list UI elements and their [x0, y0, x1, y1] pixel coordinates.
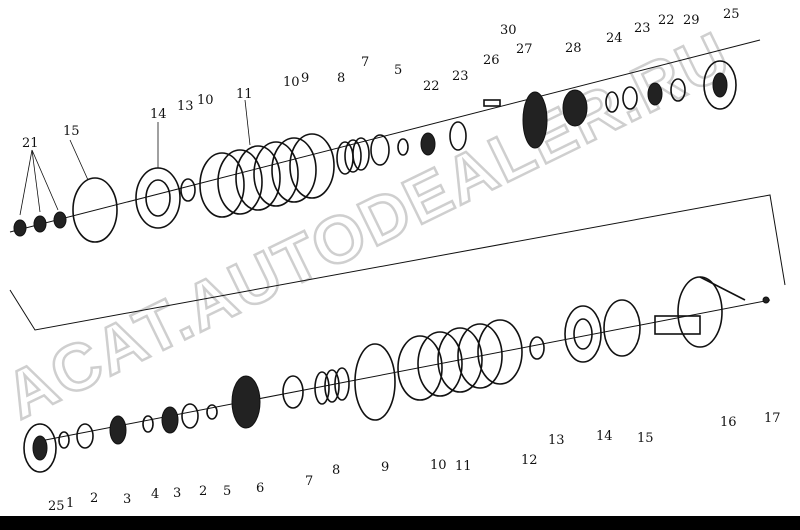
part-13-ring — [180, 178, 196, 202]
label-9: 9 — [301, 71, 309, 86]
label-12: 12 — [521, 453, 538, 468]
label-21: 21 — [22, 136, 39, 151]
label-1: 1 — [66, 496, 74, 511]
label-22: 22 — [423, 79, 440, 94]
label-4: 4 — [151, 487, 159, 502]
label-23: 23 — [452, 69, 469, 84]
label-7-lower: 7 — [305, 474, 313, 489]
label-9-lower: 9 — [381, 460, 389, 475]
watermark: ACAT.AUTODEALER.RU — [0, 17, 742, 433]
label-11: 11 — [236, 87, 253, 102]
upper-assembly — [13, 60, 737, 243]
part-21-nuts — [13, 149, 67, 237]
part-3-bearing — [109, 415, 127, 445]
label-8: 8 — [337, 71, 345, 86]
part-5-snap-ring-lower — [206, 404, 218, 420]
part-15-snap-ring — [69, 139, 118, 243]
part-14-piston — [135, 122, 181, 229]
label-22b: 22 — [658, 13, 675, 28]
label-7: 7 — [361, 55, 369, 70]
label-10b: 10 — [283, 75, 300, 90]
label-3: 3 — [123, 492, 131, 507]
label-25: 25 — [723, 7, 740, 22]
part-15-snap-ring-lower — [603, 299, 641, 357]
part-7-retainer — [370, 134, 390, 166]
label-2: 2 — [90, 491, 98, 506]
label-8-lower: 8 — [332, 463, 340, 478]
label-29: 29 — [683, 13, 700, 28]
label-13: 13 — [177, 99, 194, 114]
part-23b-ring — [622, 86, 638, 110]
lower-labels: 25 1 2 3 4 3 2 5 6 7 8 9 10 11 12 13 14 … — [48, 411, 781, 514]
label-10: 10 — [197, 93, 214, 108]
part-8-spring-lower — [314, 367, 350, 405]
label-17: 17 — [764, 411, 781, 426]
label-14-lower: 14 — [596, 429, 613, 444]
part-17-pin — [762, 296, 770, 304]
label-15-lower: 15 — [637, 431, 654, 446]
part-16-drum — [654, 276, 746, 348]
part-7-retainer-lower — [282, 375, 304, 409]
part-23-ring — [449, 121, 467, 151]
part-8-spring — [336, 137, 370, 175]
part-2-ring — [76, 423, 94, 449]
label-13-lower: 13 — [548, 433, 565, 448]
label-6: 6 — [256, 481, 264, 496]
part-22b-bearing — [647, 82, 663, 106]
part-27-gear — [522, 91, 548, 149]
label-5: 5 — [394, 63, 402, 78]
label-2b: 2 — [199, 484, 207, 499]
label-28: 28 — [565, 41, 582, 56]
connector-line — [9, 194, 786, 331]
part-4-ring — [142, 415, 154, 433]
part-22-bearing — [420, 132, 436, 156]
part-3b-bearing — [161, 406, 179, 434]
part-24-ring — [605, 91, 619, 113]
part-14-piston-lower — [564, 305, 602, 363]
label-3b: 3 — [173, 486, 181, 501]
upper-labels: 21 15 14 13 10 11 10 9 8 7 5 22 23 26 30… — [22, 7, 740, 151]
label-15: 15 — [63, 124, 80, 139]
part-6-gear — [231, 375, 261, 429]
part-9-ring-lower — [354, 343, 396, 421]
bottom-border-bar — [0, 516, 800, 530]
label-26: 26 — [483, 53, 500, 68]
label-5-lower: 5 — [223, 484, 231, 499]
label-24: 24 — [606, 31, 623, 46]
part-13-ring-lower — [529, 336, 545, 360]
part-25-bearing — [703, 60, 737, 110]
label-30: 30 — [500, 23, 517, 38]
part-11-clutch-pack — [199, 99, 335, 218]
label-16: 16 — [720, 415, 737, 430]
part-2b-ring — [181, 403, 199, 429]
lower-assembly — [23, 276, 770, 473]
part-11-clutch-pack-lower — [397, 319, 523, 401]
part-1-ring — [58, 431, 70, 449]
label-11-lower: 11 — [455, 459, 472, 474]
part-28-gear — [562, 89, 588, 127]
part-25-bearing-lower — [23, 423, 57, 473]
part-5-snap-ring — [397, 138, 409, 156]
upper-shaft-axis — [9, 39, 761, 233]
label-14: 14 — [150, 107, 167, 122]
label-23b: 23 — [634, 21, 651, 36]
label-25-lower: 25 — [48, 499, 65, 514]
part-29-ring — [670, 78, 686, 102]
label-10-lower: 10 — [430, 458, 447, 473]
label-27: 27 — [516, 42, 533, 57]
part-26-bolt — [483, 99, 501, 107]
lower-shaft-axis — [34, 299, 771, 443]
